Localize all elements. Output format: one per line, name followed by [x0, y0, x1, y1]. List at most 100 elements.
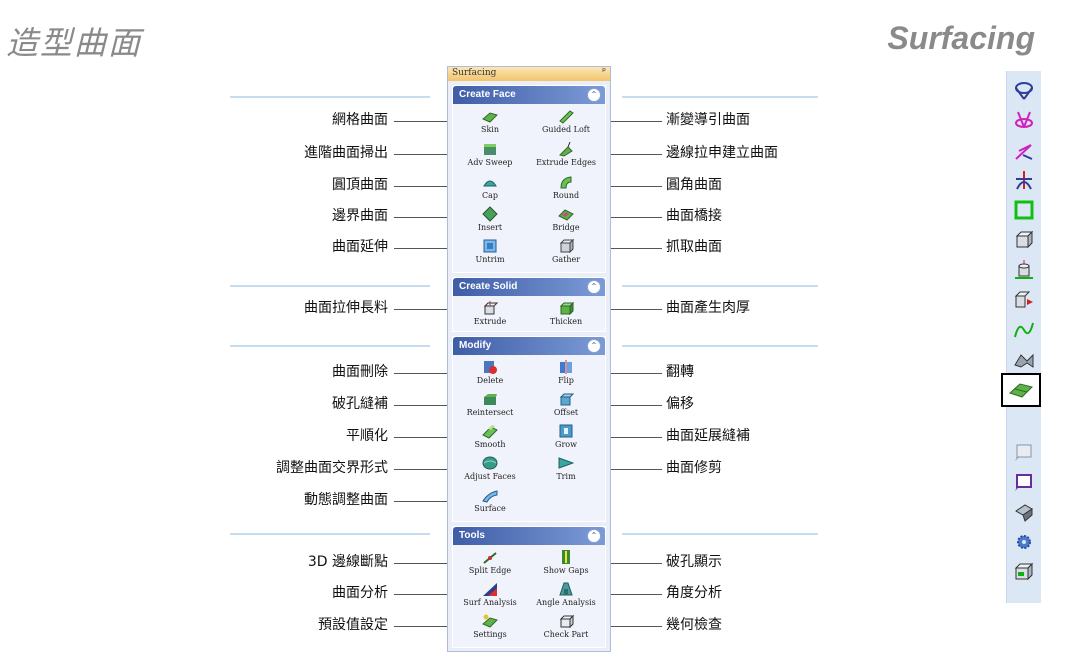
tool-cap[interactable]: Cap [455, 174, 525, 201]
section-header[interactable]: Create Solid ⌃ [453, 278, 605, 296]
leader-line [394, 594, 456, 595]
cone-icon [1015, 82, 1033, 100]
section-divider [622, 345, 818, 347]
section-divider [622, 533, 818, 535]
leader-line [394, 121, 456, 122]
square-icon [1014, 200, 1034, 220]
tool-grow[interactable]: Grow [531, 423, 601, 450]
tool-adv-sweep[interactable]: Adv Sweep [455, 141, 525, 168]
tool-label: Untrim [475, 255, 505, 264]
leader-line [600, 437, 662, 438]
tool-extrude-edges[interactable]: Extrude Edges [531, 141, 601, 168]
leader-line [600, 563, 662, 564]
tool-label: Smooth [474, 440, 506, 449]
box-arrow-icon [1014, 291, 1033, 308]
callout-left: 破孔縫補 [332, 396, 388, 412]
adjust-faces-icon [482, 456, 498, 470]
toolbar-button[interactable] [1011, 559, 1037, 585]
toolbar-button[interactable] [1011, 469, 1037, 495]
toolbar-button[interactable] [1011, 137, 1037, 163]
tool-round[interactable]: Round [531, 174, 601, 201]
toolbar-button[interactable] [1011, 529, 1037, 555]
tool-label: Delete [476, 376, 504, 385]
tool-surf-analysis[interactable]: Surf Analysis [455, 581, 525, 608]
section-header[interactable]: Tools ⌃ [453, 527, 605, 545]
section-title: Create Face [459, 89, 516, 100]
skin-icon [482, 112, 498, 123]
toolbar-button[interactable] [1011, 439, 1037, 465]
tool-label: Trim [556, 472, 576, 481]
callout-right: 抓取曲面 [666, 239, 722, 255]
tool-split-edge[interactable]: Split Edge [455, 549, 525, 576]
collapse-icon[interactable]: ⌃ [587, 280, 601, 294]
toolbar-button[interactable] [1011, 257, 1037, 283]
leader-line [394, 501, 456, 502]
panel-titlebar: Surfacing ᵖ [448, 67, 610, 81]
section-header[interactable]: Create Face ⌃ [453, 86, 605, 104]
callout-right: 曲面橋接 [666, 208, 722, 224]
tool-settings[interactable]: Settings [455, 613, 525, 640]
surface-icon [482, 490, 498, 503]
callout-right: 曲面修剪 [666, 460, 722, 476]
pin-icon[interactable]: ᵖ [602, 67, 606, 77]
tool-delete[interactable]: Delete [455, 359, 525, 386]
skin-icon [1009, 383, 1033, 398]
trim-icon [558, 457, 574, 469]
tool-guided-loft[interactable]: Guided Loft [531, 108, 601, 135]
tool-angle-analysis[interactable]: Angle Analysis [531, 581, 601, 608]
collapse-icon[interactable]: ⌃ [587, 88, 601, 102]
tool-skin[interactable]: Skin [455, 108, 525, 135]
tool-flip[interactable]: Flip [531, 359, 601, 386]
tool-label: Thicken [549, 317, 583, 326]
cylinder-base-icon [1015, 260, 1033, 279]
toolbar-button[interactable] [1011, 197, 1037, 223]
tool-label: Show Gaps [543, 566, 589, 575]
callout-right: 偏移 [666, 396, 694, 412]
callout-left: 曲面分析 [332, 585, 388, 601]
section-header[interactable]: Modify ⌃ [453, 337, 605, 355]
callout-right: 漸變導引曲面 [666, 112, 750, 128]
untrim-icon [483, 239, 497, 253]
callout-left: 曲面刪除 [332, 364, 388, 380]
tool-insert[interactable]: Insert [455, 206, 525, 233]
tool-label: Split Edge [468, 566, 512, 575]
right-toolbar [1001, 71, 1041, 603]
leader-line [600, 405, 662, 406]
tool-label: Bridge [552, 223, 580, 232]
tool-label: Check Part [543, 630, 589, 639]
toolbar-button[interactable] [1011, 77, 1037, 103]
collapse-icon[interactable]: ⌃ [587, 339, 601, 353]
toolbar-button[interactable] [1011, 107, 1037, 133]
toolbar-button[interactable] [1011, 347, 1037, 373]
tool-trim[interactable]: Trim [531, 455, 601, 482]
toolbar-button[interactable] [1011, 167, 1037, 193]
toolbar-button[interactable] [1011, 499, 1037, 525]
tool-adjust-faces[interactable]: Adjust Faces [455, 455, 525, 482]
tool-bridge[interactable]: Bridge [531, 206, 601, 233]
tool-untrim[interactable]: Untrim [455, 238, 525, 265]
toolbar-button[interactable] [1011, 317, 1037, 343]
tool-label: Adv Sweep [467, 158, 513, 167]
leader-line [600, 121, 662, 122]
tool-surface[interactable]: Surface [455, 487, 525, 514]
tool-reintersect[interactable]: Reintersect [455, 391, 525, 418]
leader-line [394, 405, 456, 406]
section-title: Modify [459, 340, 492, 351]
insert-icon [482, 206, 498, 222]
callout-left: 預設值設定 [318, 617, 388, 633]
tool-thicken[interactable]: Thicken [531, 300, 601, 327]
tool-extrude[interactable]: Extrude [455, 300, 525, 327]
toolbar-button-selected[interactable] [1001, 373, 1041, 407]
tool-show-gaps[interactable]: Show Gaps [531, 549, 601, 576]
guided-loft-icon [559, 110, 574, 124]
tool-check-part[interactable]: Check Part [531, 613, 601, 640]
leader-line [600, 469, 662, 470]
tool-label: Extrude [473, 317, 507, 326]
collapse-icon[interactable]: ⌃ [587, 529, 601, 543]
fold-surface-icon [1014, 353, 1034, 368]
tool-smooth[interactable]: Smooth [455, 423, 525, 450]
toolbar-button[interactable] [1011, 287, 1037, 313]
tool-offset[interactable]: Offset [531, 391, 601, 418]
toolbar-button[interactable] [1011, 227, 1037, 253]
tool-gather[interactable]: Gather [531, 238, 601, 265]
